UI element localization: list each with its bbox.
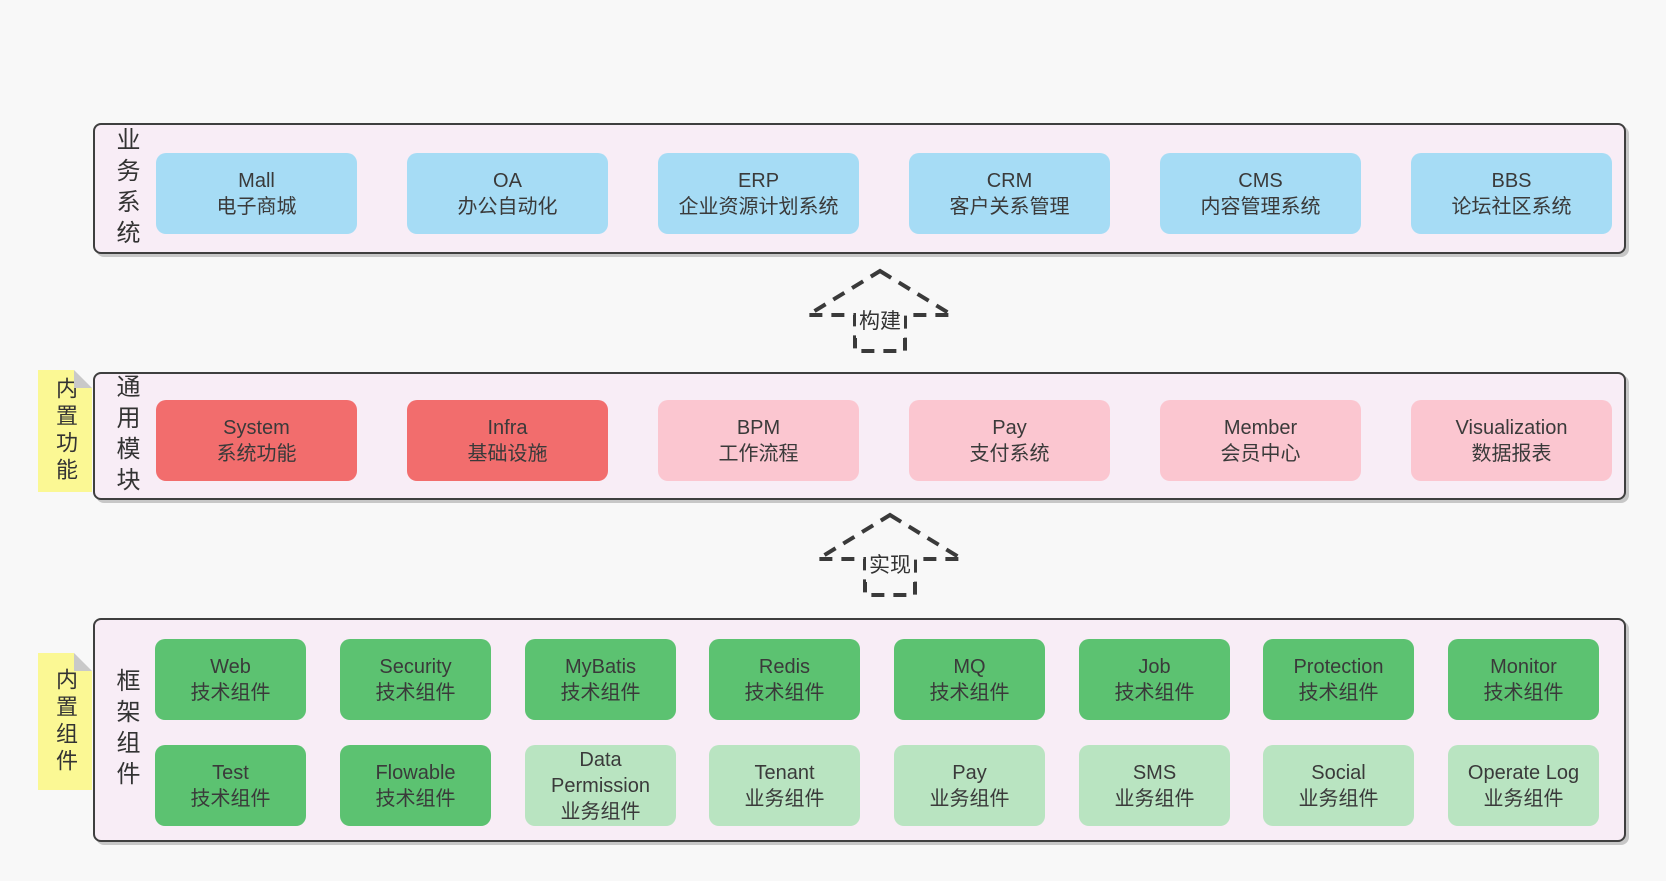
box-title: Security [379, 655, 452, 678]
up-arrow-icon [815, 512, 965, 597]
box-tenant: Tenant 业务组件 [709, 745, 860, 826]
box-subtitle: 办公自动化 [457, 195, 558, 218]
box-social: Social 业务组件 [1263, 745, 1414, 826]
box-title: Data Permission [551, 748, 650, 797]
box-title: Web [210, 655, 251, 678]
box-subtitle: 会员中心 [1220, 442, 1301, 465]
tag-built-in-functions: 内置功能 [38, 370, 92, 492]
box-subtitle: 数据报表 [1471, 442, 1552, 465]
box-title: Pay [992, 416, 1027, 439]
box-title: Social [1311, 761, 1366, 784]
box-title: MyBatis [564, 655, 637, 678]
tag-built-in-components: 内置组件 [38, 653, 92, 790]
box-title: Flowable [375, 761, 456, 784]
box-subtitle: 论坛社区系统 [1451, 195, 1572, 218]
layer-title-components: 框架组件 [112, 668, 139, 792]
box-bpm: BPM 工作流程 [658, 400, 859, 481]
box-protection: Protection 技术组件 [1263, 639, 1414, 720]
up-arrow-icon [805, 268, 955, 353]
box-infra: Infra 基础设施 [407, 400, 608, 481]
box-title: OA [493, 169, 522, 192]
box-member: Member 会员中心 [1160, 400, 1361, 481]
arrow-implement: 实现 [815, 512, 965, 598]
box-title: Infra [487, 416, 528, 439]
box-bbs: BBS 论坛社区系统 [1411, 153, 1612, 234]
box-subtitle: 技术组件 [190, 787, 271, 810]
box-pay: Pay 支付系统 [909, 400, 1110, 481]
box-title: Member [1223, 416, 1298, 439]
box-title: BBS [1491, 169, 1532, 192]
box-title: MQ [953, 655, 986, 678]
box-subtitle: 支付系统 [969, 442, 1050, 465]
box-subtitle: 业务组件 [560, 800, 641, 823]
box-subtitle: 技术组件 [375, 681, 456, 704]
box-title: ERP [737, 169, 780, 192]
box-system: System 系统功能 [156, 400, 357, 481]
box-subtitle: 业务组件 [929, 787, 1010, 810]
arrow-implement-label: 实现 [866, 546, 914, 582]
box-title: Monitor [1490, 655, 1557, 678]
box-subtitle: 业务组件 [1483, 787, 1564, 810]
layer-business-systems: 业务系统 Mall 电子商城 OA 办公自动化 ERP 企业资源计划系统 CRM… [93, 123, 1626, 254]
box-subtitle: 技术组件 [560, 681, 641, 704]
box-title: SMS [1132, 761, 1177, 784]
layer-title-business: 业务系统 [112, 126, 139, 251]
box-subtitle: 技术组件 [929, 681, 1010, 704]
box-mq: MQ 技术组件 [894, 639, 1045, 720]
box-title: Mall [238, 169, 275, 192]
box-test: Test 技术组件 [155, 745, 306, 826]
box-cms: CMS 内容管理系统 [1160, 153, 1361, 234]
box-subtitle: 技术组件 [375, 787, 456, 810]
box-subtitle: 业务组件 [1298, 787, 1379, 810]
box-flowable: Flowable 技术组件 [340, 745, 491, 826]
box-data-permission: Data Permission 业务组件 [525, 745, 676, 826]
arrow-build-label: 构建 [856, 302, 904, 338]
arrow-build: 构建 [805, 268, 955, 354]
box-title: BPM [736, 416, 781, 439]
box-mall: Mall 电子商城 [156, 153, 357, 234]
box-subtitle: 企业资源计划系统 [678, 195, 839, 218]
box-subtitle: 工作流程 [718, 442, 799, 465]
box-subtitle: 基础设施 [467, 442, 548, 465]
box-title: Test [212, 761, 249, 784]
box-subtitle: 业务组件 [1114, 787, 1195, 810]
box-sms: SMS 业务组件 [1079, 745, 1230, 826]
box-subtitle: 技术组件 [1298, 681, 1379, 704]
layer-common-modules: 通用模块 System 系统功能 Infra 基础设施 BPM 工作流程 Pay… [93, 372, 1626, 500]
box-mybatis: MyBatis 技术组件 [525, 639, 676, 720]
layer-framework-components: 框架组件 Web 技术组件 Security 技术组件 MyBatis 技术组件… [93, 618, 1626, 842]
box-subtitle: 电子商城 [216, 195, 297, 218]
box-title: Operate Log [1467, 761, 1580, 784]
box-title: System [223, 416, 290, 439]
box-subtitle: 客户关系管理 [949, 195, 1070, 218]
box-title: CMS [1238, 169, 1283, 192]
box-title: Pay [952, 761, 987, 784]
box-job: Job 技术组件 [1079, 639, 1230, 720]
box-oa: OA 办公自动化 [407, 153, 608, 234]
box-pay-component: Pay 业务组件 [894, 745, 1045, 826]
layer-title-modules: 通用模块 [112, 374, 139, 498]
box-title: Redis [758, 655, 811, 678]
box-subtitle: 技术组件 [1114, 681, 1195, 704]
box-subtitle: 业务组件 [744, 787, 825, 810]
box-security: Security 技术组件 [340, 639, 491, 720]
box-title: Tenant [754, 761, 815, 784]
box-web: Web 技术组件 [155, 639, 306, 720]
box-subtitle: 技术组件 [744, 681, 825, 704]
box-subtitle: 系统功能 [216, 442, 297, 465]
box-crm: CRM 客户关系管理 [909, 153, 1110, 234]
box-title: CRM [986, 169, 1033, 192]
box-subtitle: 技术组件 [1483, 681, 1564, 704]
box-title: Job [1138, 655, 1171, 678]
box-monitor: Monitor 技术组件 [1448, 639, 1599, 720]
box-redis: Redis 技术组件 [709, 639, 860, 720]
box-visualization: Visualization 数据报表 [1411, 400, 1612, 481]
box-subtitle: 内容管理系统 [1200, 195, 1321, 218]
box-title: Protection [1293, 655, 1384, 678]
box-subtitle: 技术组件 [190, 681, 271, 704]
box-erp: ERP 企业资源计划系统 [658, 153, 859, 234]
box-title: Visualization [1455, 416, 1568, 439]
box-operate-log: Operate Log 业务组件 [1448, 745, 1599, 826]
